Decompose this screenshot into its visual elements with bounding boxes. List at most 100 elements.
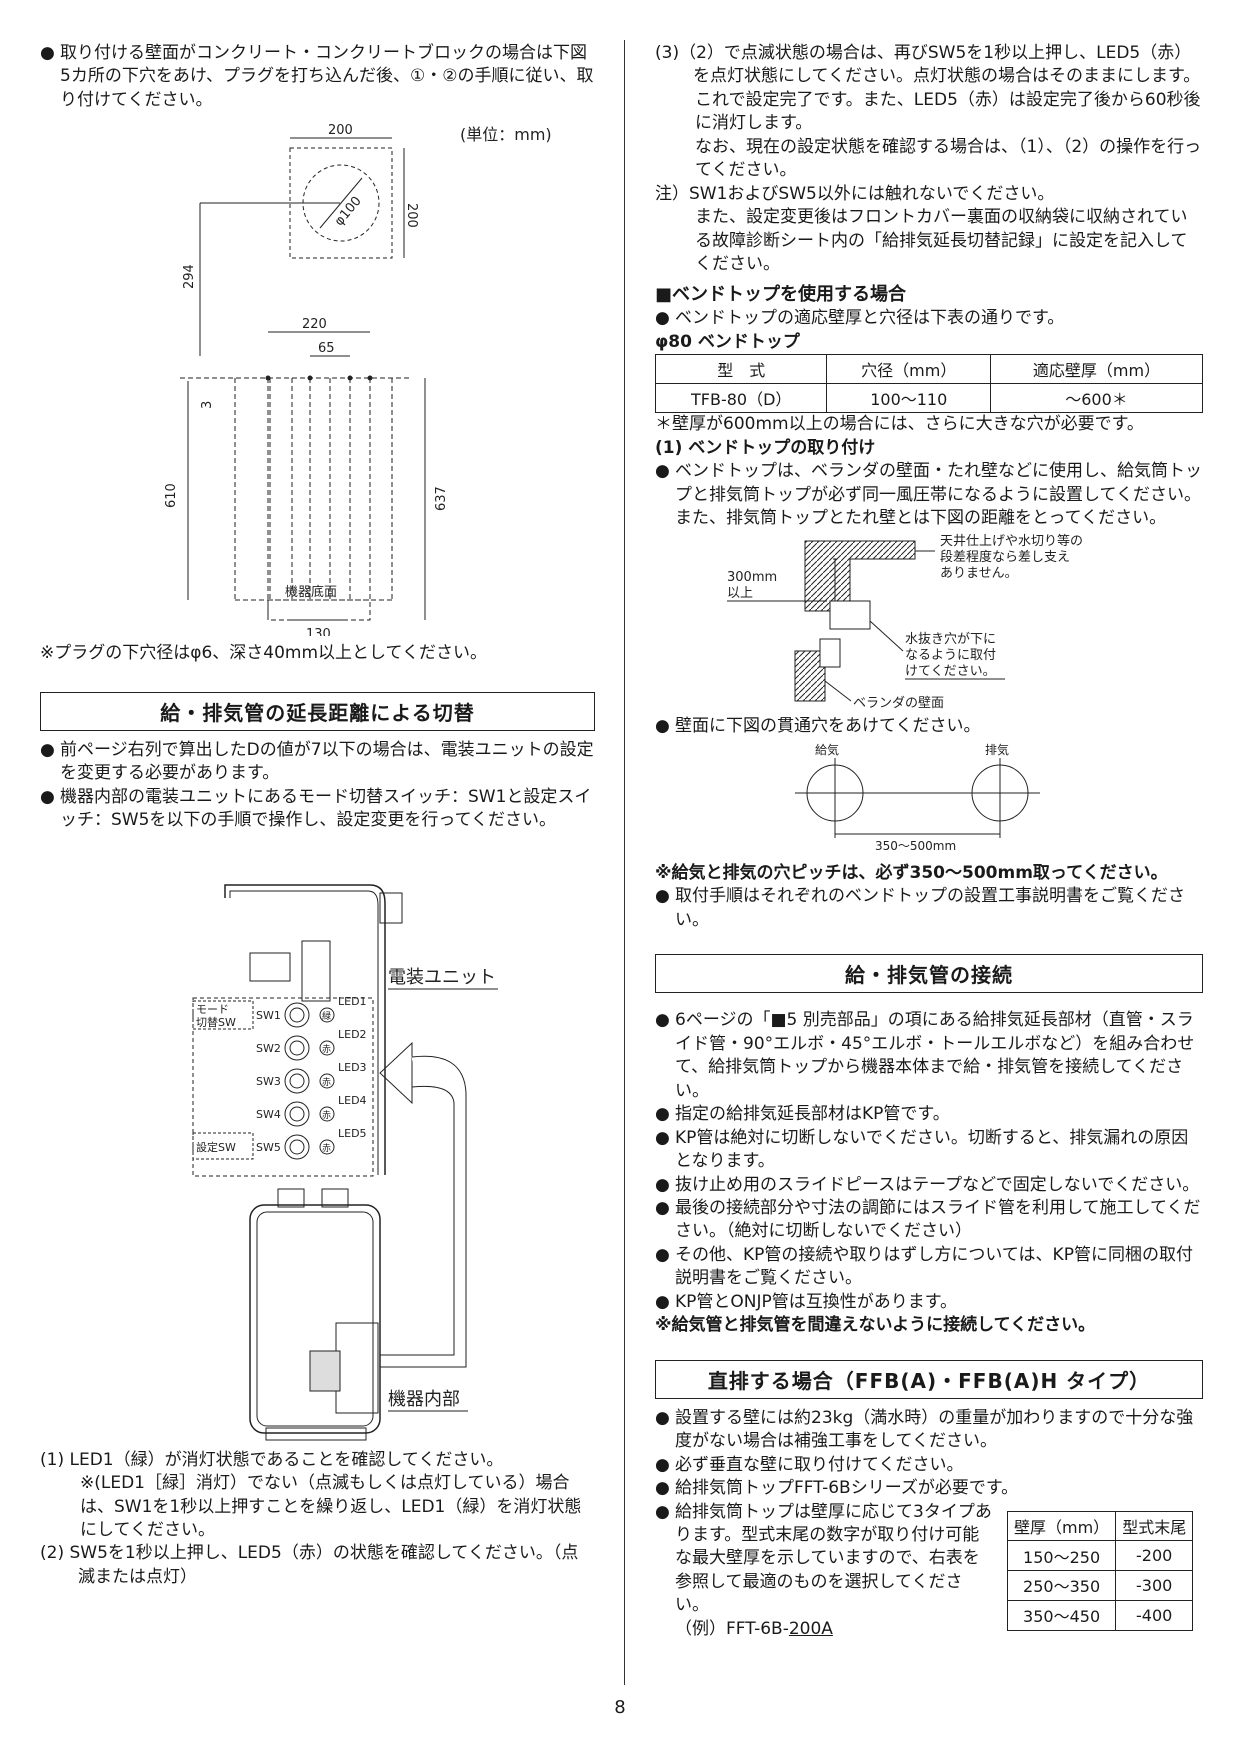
note-1-b: また、設定変更後はフロントカバー裏面の収納袋に収納されている故障診断シート内の「… [695,207,1188,275]
set-sw-label: 設定SW [196,1140,236,1154]
vt-h1: 型 式 [654,354,828,385]
sw1-label: SW1 [256,1009,281,1022]
wt-h2: 型式末尾 [1115,1510,1194,1542]
note-drain-1: 水抜き穴が下に [905,631,996,647]
right-column: (3)（2）で点滅状態の場合は、再びSW5を1秒以上押し、LED5（赤）を点灯状… [654,42,1203,1642]
vent-bullet-3: 壁面に下図の貫通穴をあけてください。 [655,715,1203,738]
vt-c2: 100～110 [826,383,992,414]
wall-hole-diagram: (単位：mm) φ100 200 200 294 220 65 [164,123,552,636]
sec3-bullet-4: 給排気筒トップは壁厚に応じて3タイプあります。型式末尾の数字が取り付け可能な最大… [655,1501,995,1618]
vent-sub-1: (1) ベンドトップの取り付け [655,437,876,458]
wt-r3c2: -400 [1115,1599,1194,1631]
led5-color: 赤 [322,1143,331,1154]
led2-label: LED2 [338,1028,367,1041]
wt-r2c2: -300 [1115,1570,1194,1601]
unit-label: (単位：mm) [460,125,552,144]
vent-bullet-2: ベンドトップは、ベランダの壁面・たれ壁などに使用し、給気筒トップと排気筒トップが… [655,460,1203,530]
sec3-bullet-1: 設置する壁には約23kg（満水時）の重量が加わりますので十分な強度がない場合は補… [655,1407,1203,1454]
sec2-bullet-3: KP管は絶対に切断しないでください。切断すると、排気漏れの原因となります。 [655,1127,1203,1174]
sec2-bullet-1: 6ページの「■5 別売部品」の項にある給排気延長部材（直管・スライド管・90°エ… [655,1009,1203,1103]
sw3-label: SW3 [256,1075,281,1088]
sec3-bullet-2: 必ず垂直な壁に取り付けてください。 [655,1454,1203,1477]
dim-637: 637 [434,487,449,512]
vt-c3: ～600＊ [990,383,1203,414]
vent-bullet-1: ベンドトップの適応壁厚と穴径は下表の通りです。 [655,307,1203,330]
led1-label: LED1 [338,995,367,1008]
sw2-label: SW2 [256,1042,281,1055]
sec1-bullet-1: 前ページ右列で算出したDの値が7以下の場合は、電装ユニットの設定を変更する必要が… [40,739,595,786]
led3-color: 赤 [322,1077,331,1088]
sec2-bullet-7: KP管とONJP管は互換性があります。 [655,1291,1203,1314]
phi80-label: φ80 ベンドトップ [655,331,800,352]
sec2-bullet-4: 抜け止め用のスライドピースはテープなどで固定しないでください。 [655,1174,1203,1197]
wt-r1c2: -200 [1115,1540,1194,1571]
vent-top-table: 型 式 穴径（mm） 適応壁厚（mm） TFB-80（D） 100～110 ～6… [654,354,1203,414]
dim-610: 610 [164,484,179,509]
vt-c1: TFB-80（D） [654,383,828,414]
step-3-b: これで設定完了です。また、LED5（赤）は設定完了後から60秒後に消灯します。 [695,89,1201,134]
led1-color: 緑 [322,1010,331,1022]
note-ceiling-1: 天井仕上げや水切り等の [940,533,1083,549]
step-2: (2) SW5を1秒以上押し、LED5（赤）の状態を確認してください。（点滅また… [40,1543,579,1587]
wt-r2c1: 250～350 [1006,1570,1117,1601]
dim-130: 130 [306,627,331,636]
section-title-direct: 直排する場合（FFB(A)・FFB(A)H タイプ） [655,1359,1203,1399]
dim-300mm: 300mm [727,570,777,585]
section-title-connection: 給・排気管の接続 [655,954,1203,994]
note-drain-3: けてください。 [905,664,996,679]
electrical-unit-label: 電装ユニット [388,967,496,988]
electrical-unit-diagram: モード 切替SW SW1 SW2 SW3 SW4 SW5 設定SW LED1 L… [192,883,498,1441]
wt-r3c1: 350～450 [1006,1599,1117,1631]
led2-color: 赤 [322,1044,331,1055]
vt-h2: 穴径（mm） [826,354,992,385]
pitch-note: ※給気と排気の穴ピッチは、必ず350～500mm取ってください。 [655,862,1168,883]
section-title-extension: 給・排気管の延長距離による切替 [40,691,595,731]
dim-3: 3 [200,401,215,409]
mode-sw-label-2: 切替SW [196,1015,236,1029]
label-veranda-wall: ベランダの壁面 [853,696,944,711]
dim-200-width: 200 [328,123,353,138]
left-column: 取り付ける壁面がコンクリート・コンクリートブロックの場合は下図5カ所の下穴をあけ… [40,42,595,1589]
led5-label: LED5 [338,1127,367,1140]
dim-65: 65 [318,341,335,356]
vent-heading: ベンドトップを使用する場合 [655,283,1203,308]
dim-diameter: φ100 [332,194,365,229]
step-1: (1) LED1（緑）が消灯状態であることを確認してください。 [40,1449,504,1470]
sw5-label: SW5 [256,1141,281,1154]
page-number: 8 [614,1697,626,1718]
led3-label: LED3 [338,1061,367,1074]
label-exhaust: 排気 [985,742,1009,757]
sec3-row: 給排気筒トップは壁厚に応じて3タイプあります。型式末尾の数字が取り付け可能な最大… [655,1501,1203,1642]
sec3-example: （例）FFT-6B-200A [655,1618,995,1641]
note-1: 注）SW1およびSW5以外には触れないでください。 [655,183,1055,204]
sec1-bullet-2: 機器内部の電装ユニットにあるモード切替スイッチ：SW1と設定スイッチ：SW5を以… [40,786,595,833]
led4-label: LED4 [338,1094,367,1107]
sec3-bullet-3: 給排気筒トップFFT-6Bシリーズが必要です。 [655,1477,1203,1500]
label-intake: 給気 [815,742,839,757]
hole-pitch-diagram: 給気 排気 350～500mm [795,742,1040,853]
led4-color: 赤 [322,1110,331,1121]
sw4-label: SW4 [256,1108,281,1121]
step-1-note: ※(LED1［緑］消灯）でない（点滅もしくは点灯している）場合は、SW1を1秒以… [80,1473,582,1540]
dim-294: 294 [182,265,197,290]
sec3-example-suffix: 200A [788,1618,833,1639]
step-3-c: なお、現在の設定状態を確認する場合は、（1）、（2）の操作を行ってください。 [695,136,1202,181]
step-3: (3)（2）で点滅状態の場合は、再びSW5を1秒以上押し、LED5（赤）を点灯状… [655,43,1201,87]
sec2-bullet-6: その他、KP管の接続や取りはずし方については、KP管に同梱の取付説明書をご覧くだ… [655,1244,1203,1291]
inside-label: 機器内部 [388,1389,460,1410]
mode-sw-label-1: モード [196,1003,229,1016]
label-bottom: 機器底面 [285,584,337,600]
vent-clearance-diagram: 300mm 以上 天井仕上げや水切り等の 段差程度なら差し支え ありません。 水… [727,533,1083,711]
dim-220: 220 [302,317,327,332]
column-divider [624,40,625,1685]
sec3-example-prefix: （例）FFT-6B- [675,1618,789,1639]
wt-h1: 壁厚（mm） [1006,1510,1117,1542]
sec2-warning: ※給気管と排気管を間違えないように接続してください。 [655,1315,1096,1336]
dim-300-above: 以上 [727,586,753,601]
wall-thickness-table: 壁厚（mm） 型式末尾 150～250-200 250～350-300 350～… [1006,1510,1194,1631]
plug-note: ※プラグの下穴径はφ6、深さ40mm以上としてください。 [40,643,488,664]
vt-h3: 適応壁厚（mm） [990,354,1203,385]
wt-r1c1: 150～250 [1006,1540,1117,1571]
sec2-bullet-2: 指定の給排気延長部材はKP管です。 [655,1103,1203,1126]
note-drain-2: なるように取付 [905,648,996,663]
